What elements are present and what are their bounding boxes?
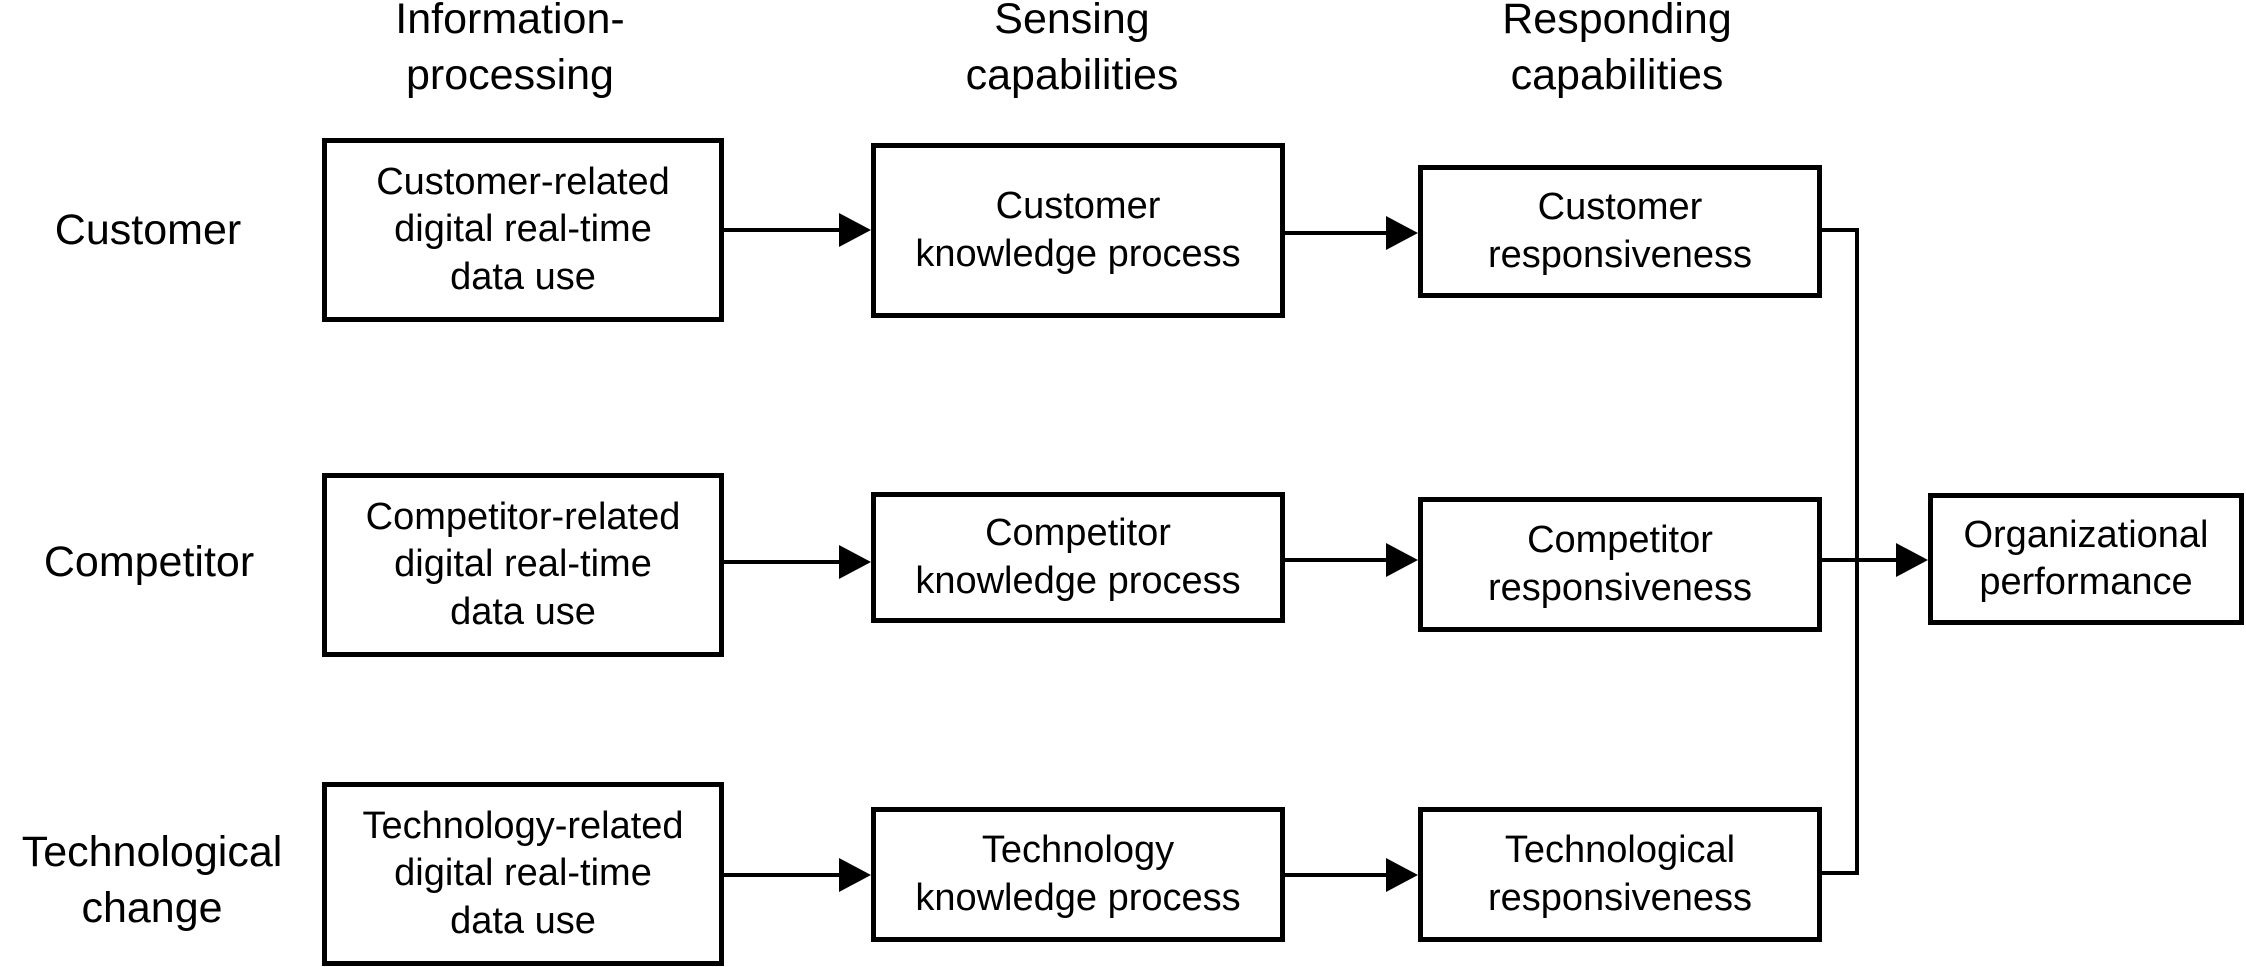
row-label-customer: Customer — [54, 206, 242, 255]
row-label-technological-change: Technological change — [21, 828, 283, 932]
connector-responsiveness-merge-line — [1822, 228, 1859, 875]
box-technology-knowledge-process: Technology knowledge process — [871, 807, 1285, 942]
column-header-responding-capabilities: Responding capabilities — [1502, 0, 1732, 99]
box-organizational-performance: Organizational performance — [1928, 493, 2244, 625]
arrowhead-customer-data-to-knowledge — [839, 213, 871, 247]
arrowhead-technology-data-to-knowledge — [839, 858, 871, 892]
arrowhead-customer-knowledge-to-responsiveness — [1386, 216, 1418, 250]
box-competitor-responsiveness: Competitor responsiveness — [1418, 497, 1822, 632]
box-customer-responsiveness: Customer responsiveness — [1418, 165, 1822, 298]
arrowhead-competitor-knowledge-to-responsiveness — [1386, 543, 1418, 577]
box-competitor-data-use: Competitor-related digital real-time dat… — [322, 473, 724, 657]
box-customer-data-use: Customer-related digital real-time data … — [322, 138, 724, 322]
arrowhead-technology-knowledge-to-responsiveness — [1386, 858, 1418, 892]
arrowhead-responsiveness-to-performance — [1896, 543, 1928, 577]
box-technology-data-use: Technology-related digital real-time dat… — [322, 782, 724, 966]
box-competitor-knowledge-process: Competitor knowledge process — [871, 492, 1285, 623]
row-label-competitor: Competitor — [43, 538, 255, 587]
arrowhead-competitor-data-to-knowledge — [839, 545, 871, 579]
column-header-sensing-capabilities: Sensing capabilities — [965, 0, 1179, 99]
column-header-information-processing: Information- processing — [395, 0, 625, 99]
box-customer-knowledge-process: Customer knowledge process — [871, 143, 1285, 318]
box-technological-responsiveness: Technological responsiveness — [1418, 807, 1822, 942]
